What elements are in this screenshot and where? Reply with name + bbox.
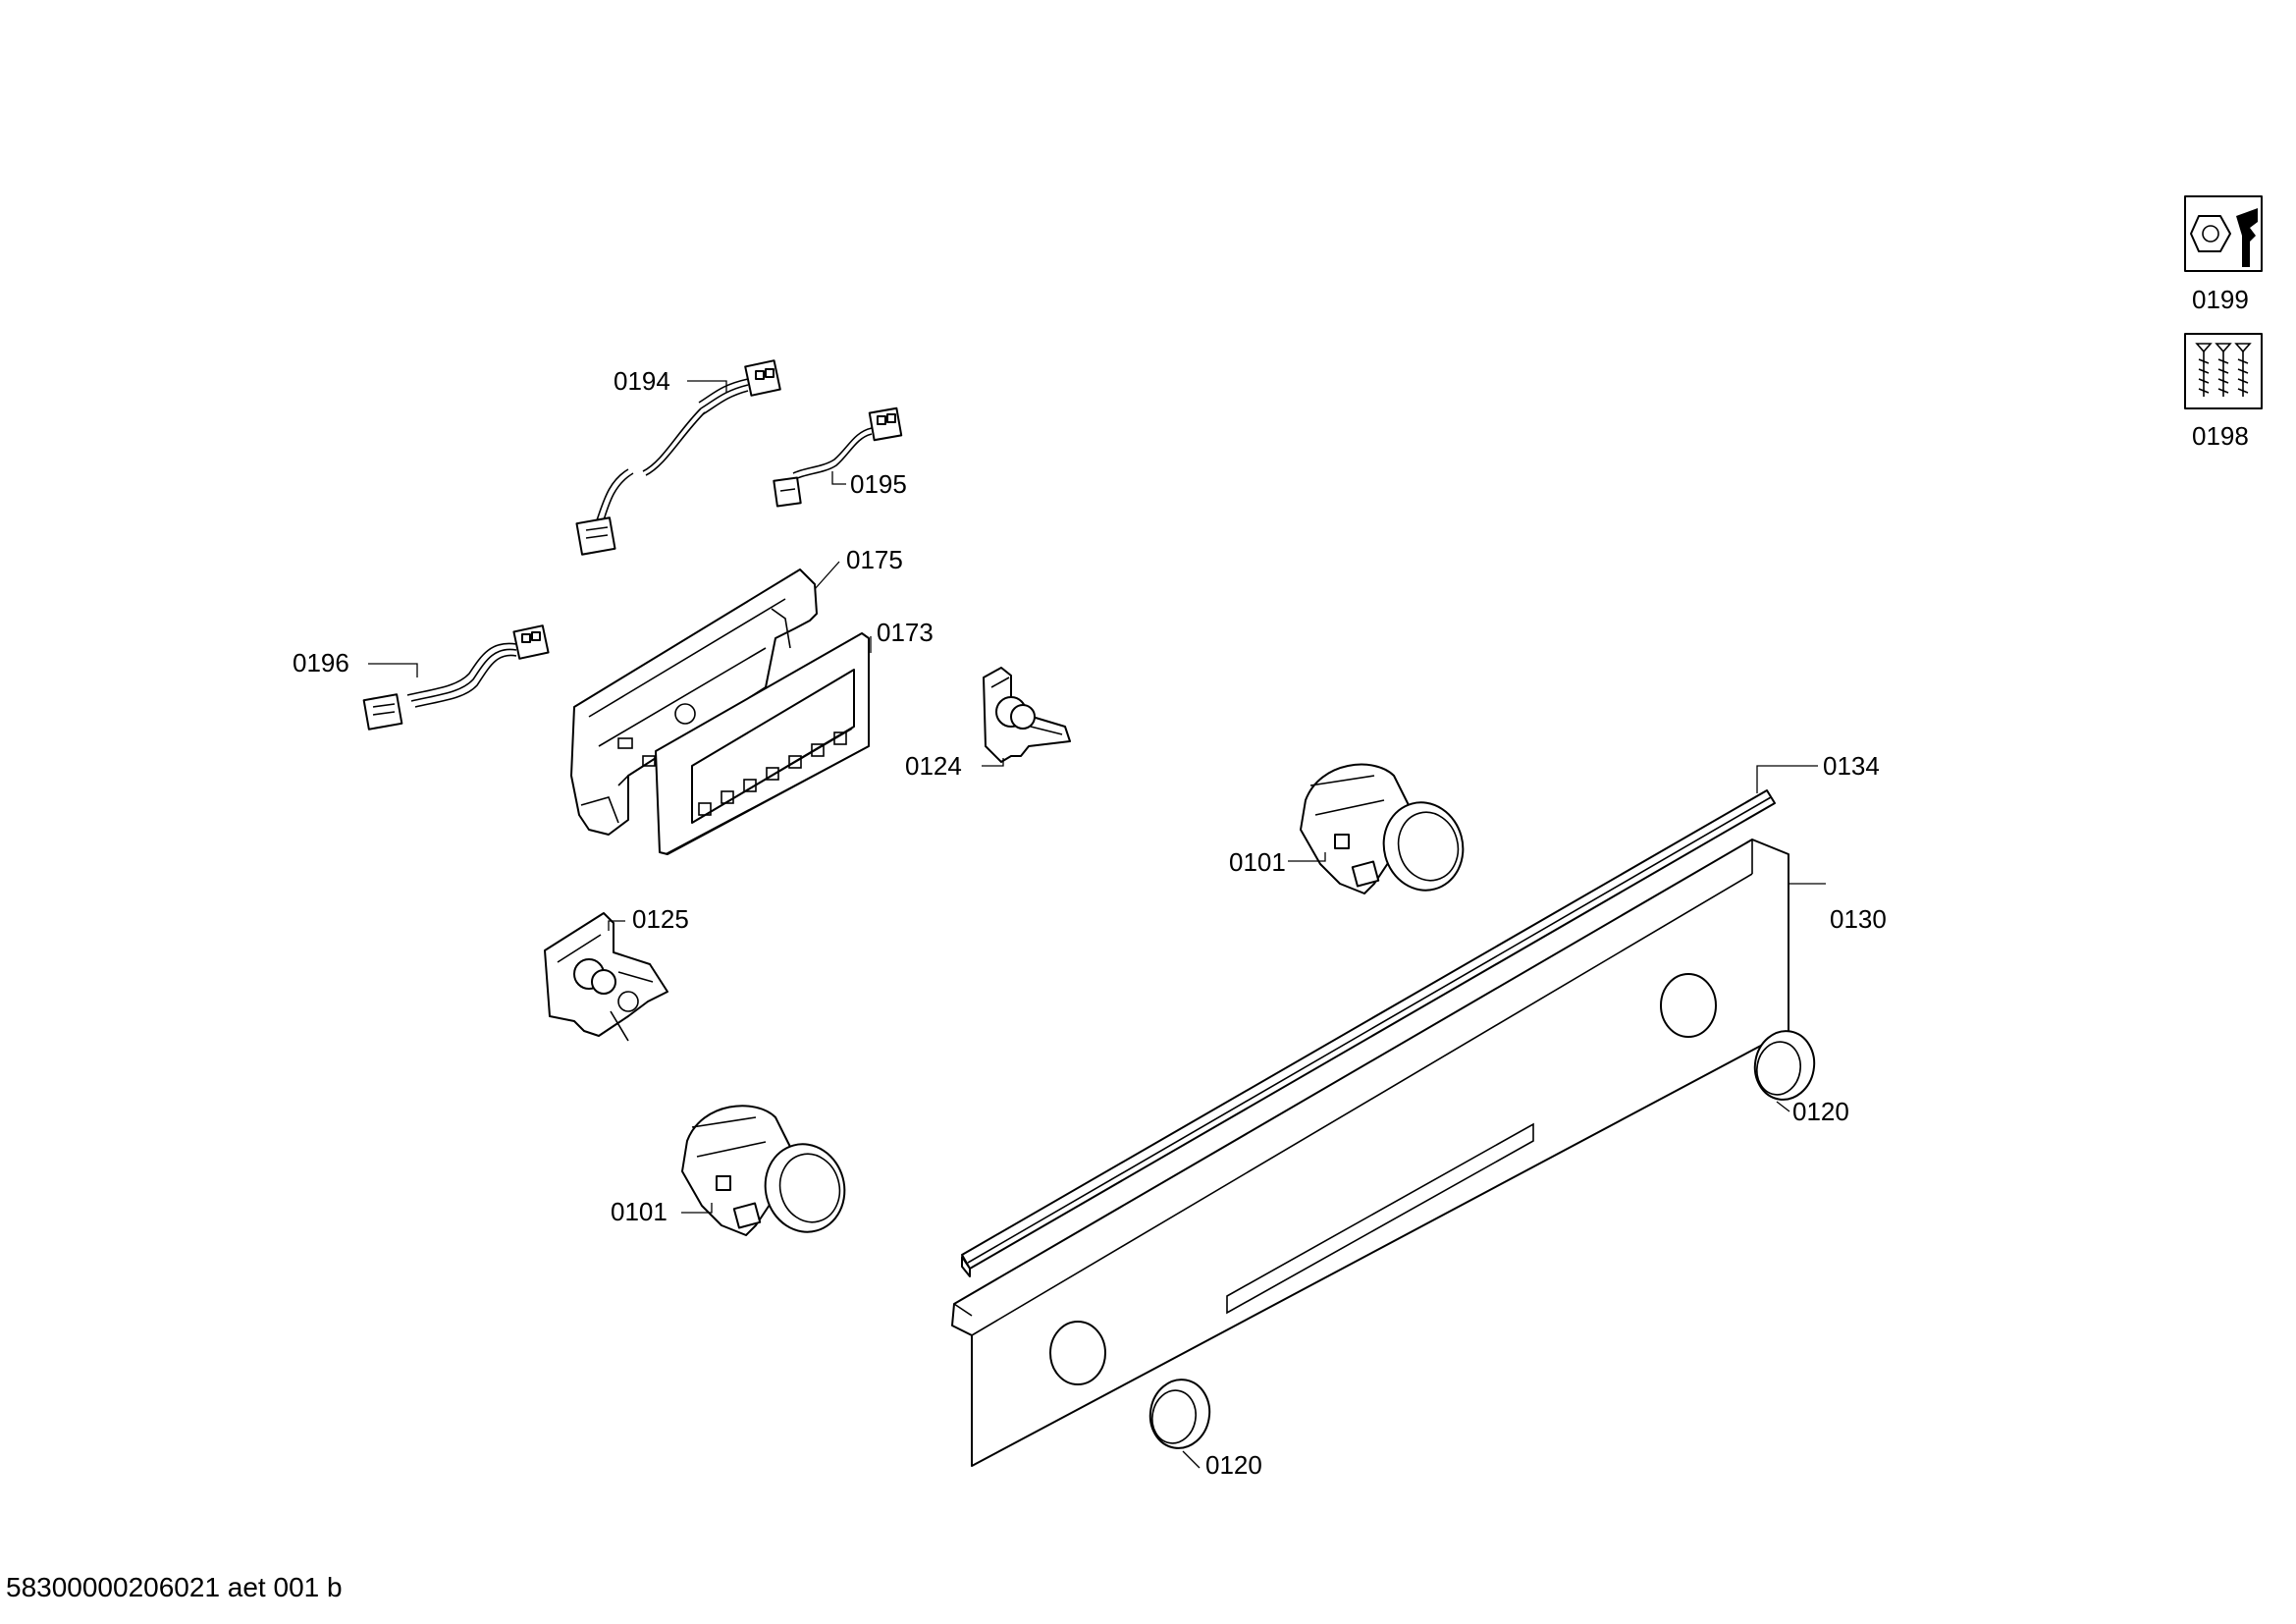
part-0120-ring-lower [1148, 1379, 1211, 1449]
part-label-0125: 0125 [632, 904, 689, 934]
part-0120-ring-right [1753, 1030, 1816, 1101]
part-0194-wiring-harness [575, 359, 781, 556]
part-0124-encoder-bracket [983, 667, 1071, 763]
part-label-0198: 0198 [2192, 421, 2249, 451]
leader-lines [368, 380, 1826, 1469]
screws-icon [2184, 333, 2263, 409]
part-0196-wiring-harness [362, 624, 550, 731]
wrench-nut-icon [2184, 195, 2263, 272]
part-0173-display-board [655, 632, 870, 855]
part-label-0130: 0130 [1830, 904, 1887, 934]
part-label-0194: 0194 [614, 366, 670, 396]
display-segments [698, 731, 847, 816]
part-0101-knob-upper [1300, 763, 1465, 894]
part-0101-knob-lower [681, 1105, 846, 1236]
part-label-0101-upper: 0101 [1229, 847, 1286, 877]
part-label-0199: 0199 [2192, 285, 2249, 314]
part-label-0175: 0175 [846, 545, 903, 574]
part-0130-control-panel [951, 839, 1789, 1467]
part-label-0120-right: 0120 [1792, 1097, 1849, 1126]
part-0134-trim-strip [961, 789, 1776, 1277]
part-label-0173: 0173 [877, 618, 934, 647]
part-label-0120-lower: 0120 [1205, 1450, 1262, 1480]
drawing-code-footer: 58300000206021 aet 001 b [6, 1572, 343, 1602]
part-0195-wiring-harness [773, 406, 903, 508]
part-0125-encoder-bracket [544, 912, 668, 1042]
part-label-0101-lower: 0101 [611, 1197, 667, 1226]
part-label-0124: 0124 [905, 751, 962, 781]
part-label-0134: 0134 [1823, 751, 1880, 781]
part-label-0196: 0196 [293, 648, 349, 677]
part-label-0195: 0195 [850, 469, 907, 499]
